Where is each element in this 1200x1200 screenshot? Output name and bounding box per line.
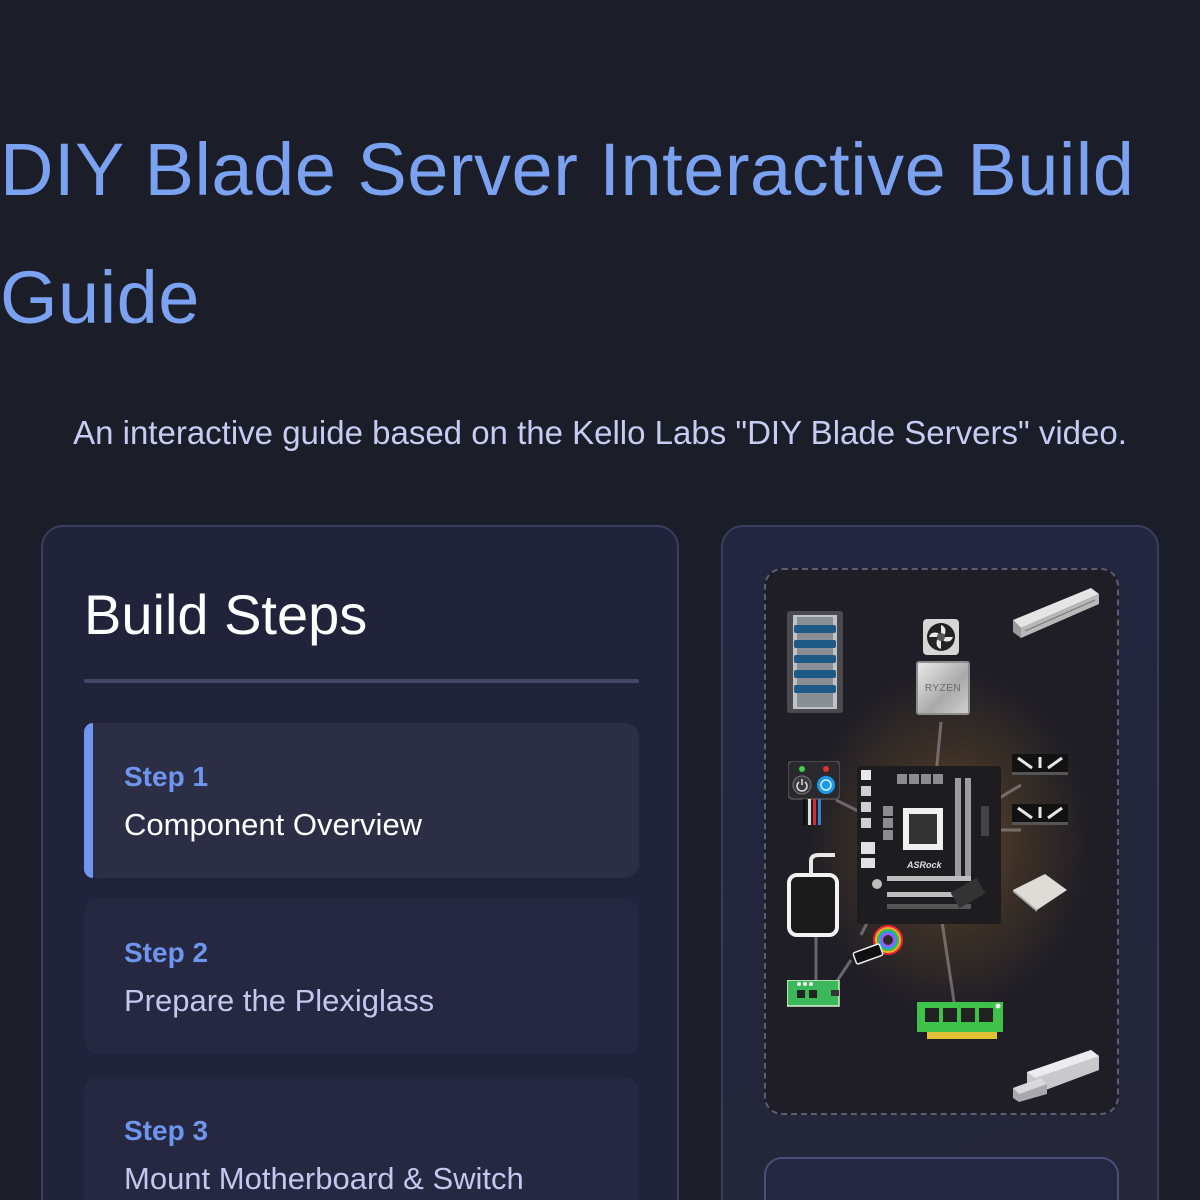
step-item-3[interactable]: Step 3 Mount Motherboard & Switch	[84, 1077, 639, 1200]
build-steps-heading: Build Steps	[84, 583, 368, 646]
plexiglass-sheet-icon[interactable]	[1011, 872, 1069, 912]
ribbon-cable-icon[interactable]	[852, 922, 908, 968]
aluminum-rail-icon[interactable]	[1011, 586, 1101, 642]
step-label: Component Overview	[124, 807, 423, 842]
pcb-adapter-icon[interactable]	[787, 980, 841, 1008]
step-number: Step 3	[124, 1115, 209, 1146]
build-steps-panel: Build Steps Step 1 Component Overview St…	[41, 525, 679, 1200]
step-label: Mount Motherboard & Switch	[124, 1161, 524, 1196]
ryzen-cpu-icon[interactable]: RYZEN	[916, 661, 970, 715]
ram-module-green-icon[interactable]	[917, 1002, 1003, 1040]
component-visual-panel: RYZEN	[721, 525, 1159, 1200]
step-number: Step 2	[124, 937, 209, 968]
power-brick-icon[interactable]	[787, 853, 843, 937]
component-info-card	[764, 1157, 1119, 1200]
motherboard-brand-label: ASRock	[906, 860, 943, 870]
step-item-1[interactable]: Step 1 Component Overview	[84, 723, 639, 878]
rack-frame-icon[interactable]	[787, 611, 843, 713]
ram-stick-2-icon[interactable]	[1012, 804, 1068, 826]
slide-rail-icon[interactable]	[1011, 1048, 1101, 1104]
step-item-2[interactable]: Step 2 Prepare the Plexiglass	[84, 899, 639, 1054]
page-subtitle: An interactive guide based on the Kello …	[73, 414, 1127, 451]
power-switch-panel-icon[interactable]	[788, 761, 840, 833]
component-diagram: RYZEN	[764, 568, 1119, 1115]
divider	[84, 679, 639, 683]
motherboard-icon[interactable]: ASRock	[857, 766, 1001, 924]
page-title: DIY Blade Server Interactive Build Guide	[0, 128, 1135, 339]
step-number: Step 1	[124, 761, 209, 792]
step-label: Prepare the Plexiglass	[124, 983, 435, 1018]
cpu-brand-label: RYZEN	[924, 682, 962, 694]
cpu-fan-icon[interactable]	[923, 619, 959, 655]
ram-stick-1-icon[interactable]	[1012, 754, 1068, 776]
